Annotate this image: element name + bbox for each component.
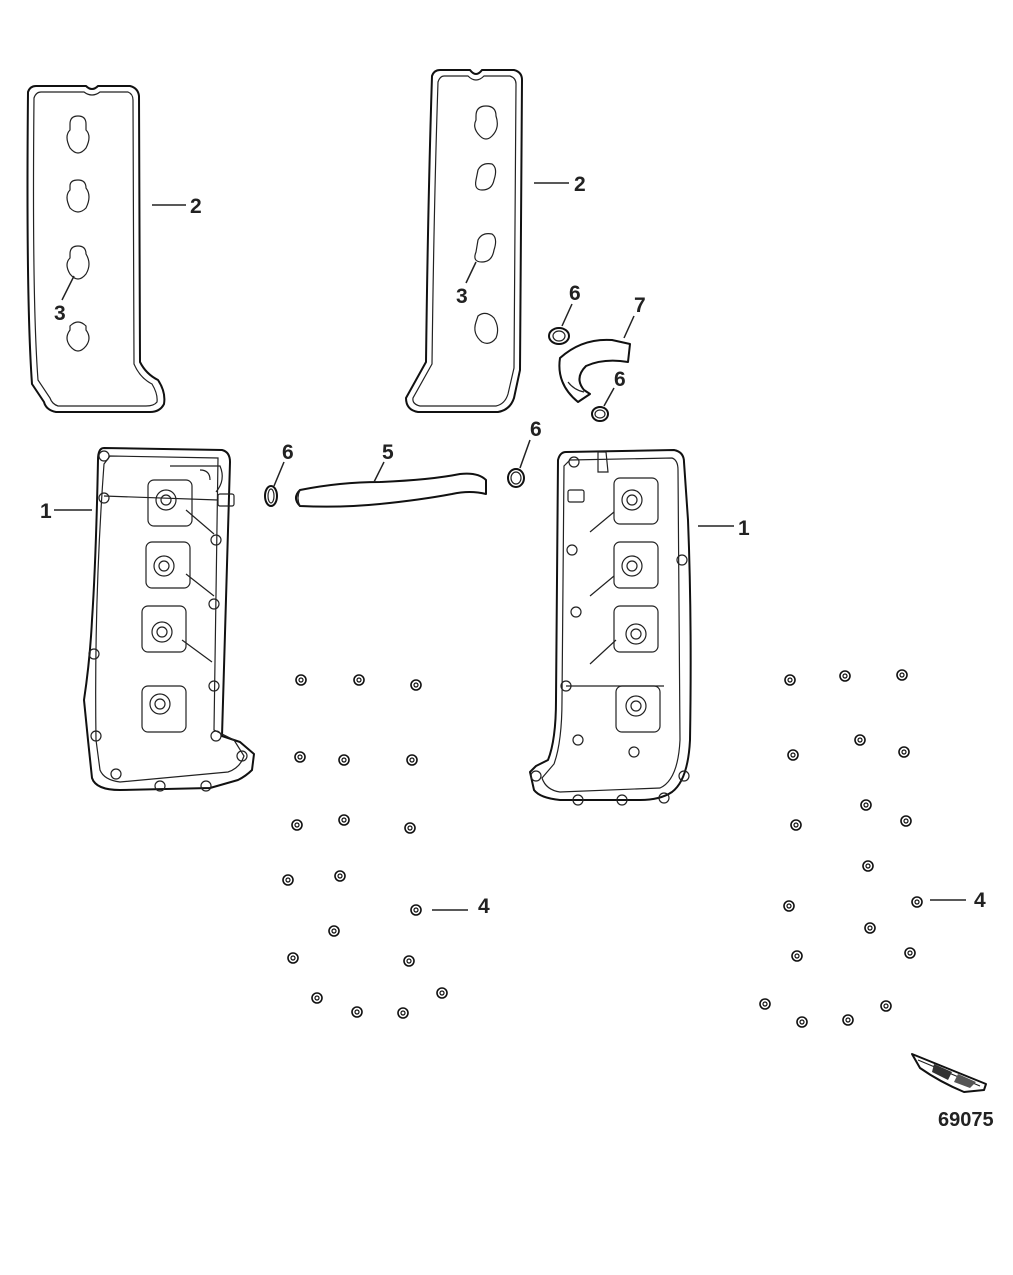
bolt bbox=[410, 904, 422, 916]
bolt bbox=[783, 900, 795, 912]
bolt bbox=[790, 819, 802, 831]
bolt bbox=[311, 992, 323, 1004]
bolts-left-set bbox=[282, 674, 448, 1019]
bolt bbox=[338, 814, 350, 826]
callout-6-hose5-right: 6 bbox=[530, 418, 542, 441]
bolt bbox=[282, 874, 294, 886]
bolt bbox=[759, 998, 771, 1010]
bolt bbox=[397, 1007, 409, 1019]
bolt bbox=[328, 925, 340, 937]
clamp-6-hose5-right bbox=[507, 468, 525, 488]
callout-2-right: 2 bbox=[574, 173, 586, 196]
callout-1-right: 1 bbox=[738, 517, 750, 540]
boat-icon bbox=[911, 1053, 987, 1093]
valve-cover-left-bosses bbox=[88, 450, 248, 792]
bolt bbox=[864, 922, 876, 934]
valve-cover-left bbox=[83, 447, 255, 792]
bolt bbox=[287, 952, 299, 964]
bolt bbox=[784, 674, 796, 686]
callout-labels: 1 1 2 2 3 3 4 4 5 6 6 6 6 7 bbox=[40, 173, 986, 918]
callout-2-left: 2 bbox=[190, 195, 202, 218]
valve-cover-right-ports bbox=[566, 451, 664, 733]
bolt bbox=[898, 746, 910, 758]
bolt bbox=[896, 669, 908, 681]
bolt bbox=[338, 754, 350, 766]
hose-5 bbox=[295, 472, 487, 508]
bolt bbox=[403, 955, 415, 967]
callout-3-right: 3 bbox=[456, 285, 468, 308]
bolt bbox=[842, 1014, 854, 1026]
bolt bbox=[406, 754, 418, 766]
bolt bbox=[860, 799, 872, 811]
valve-cover-left-ports bbox=[103, 465, 235, 733]
clamp-6-hose7-bottom bbox=[591, 406, 609, 422]
gasket-right bbox=[405, 69, 523, 413]
hose-7 bbox=[558, 338, 631, 403]
bolt bbox=[862, 860, 874, 872]
bolt bbox=[351, 1006, 363, 1018]
gasket-left bbox=[26, 85, 166, 413]
bolt bbox=[787, 749, 799, 761]
bolt bbox=[436, 987, 448, 999]
callout-4-left: 4 bbox=[478, 895, 490, 918]
bolt bbox=[900, 815, 912, 827]
callout-5: 5 bbox=[382, 441, 394, 464]
clamp-6-hose7-top bbox=[548, 327, 570, 345]
bolt bbox=[410, 679, 422, 691]
callout-6-hose7-bottom: 6 bbox=[614, 368, 626, 391]
bolt bbox=[404, 822, 416, 834]
bolt bbox=[291, 819, 303, 831]
bolt bbox=[839, 670, 851, 682]
callout-1-left: 1 bbox=[40, 500, 52, 523]
diagram-reference-number: 69075 bbox=[938, 1109, 994, 1131]
callout-3-left: 3 bbox=[54, 302, 66, 325]
bolt bbox=[334, 870, 346, 882]
leader-lines bbox=[54, 182, 966, 911]
callout-6-hose5-left: 6 bbox=[282, 441, 294, 464]
callout-6-hose7-top: 6 bbox=[569, 282, 581, 305]
bolt bbox=[791, 950, 803, 962]
valve-cover-right bbox=[529, 449, 692, 806]
bolt bbox=[880, 1000, 892, 1012]
bolts-right-set bbox=[759, 669, 923, 1028]
bolt bbox=[904, 947, 916, 959]
bolt bbox=[295, 674, 307, 686]
bolt bbox=[854, 734, 866, 746]
valve-cover-right-bosses bbox=[530, 456, 690, 806]
callout-7: 7 bbox=[634, 294, 646, 317]
bolt bbox=[796, 1016, 808, 1028]
bolt bbox=[294, 751, 306, 763]
callout-4-right: 4 bbox=[974, 889, 986, 912]
bolt bbox=[353, 674, 365, 686]
clamp-6-hose5-left bbox=[264, 485, 278, 507]
bolt bbox=[911, 896, 923, 908]
